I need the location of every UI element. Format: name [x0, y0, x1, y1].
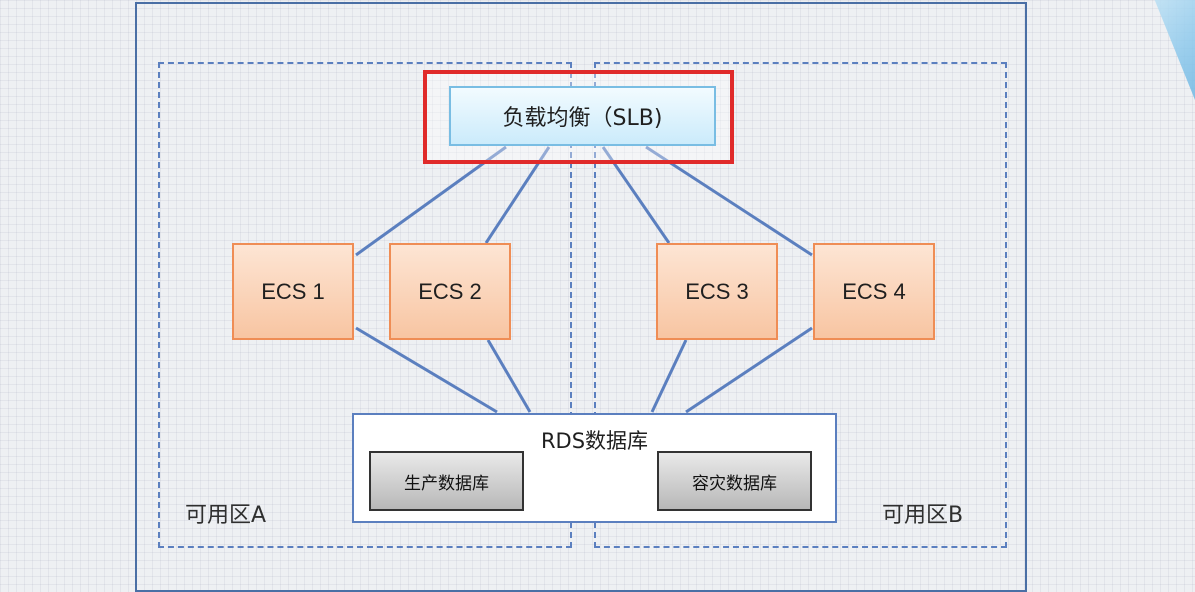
ecs-node-4: ECS 4	[813, 243, 935, 340]
ecs-node-1-label: ECS 1	[261, 278, 325, 304]
ecs-node-1: ECS 1	[232, 243, 354, 340]
disaster-recovery-database-node: 容灾数据库	[657, 451, 812, 511]
zone-a-label: 可用区A	[185, 503, 267, 528]
production-database-node: 生产数据库	[369, 451, 524, 511]
ecs-node-3-label: ECS 3	[685, 278, 749, 304]
link-ecs-2-rds	[486, 339, 532, 413]
ecs-node-4-label: ECS 4	[842, 278, 906, 304]
load-balancer-label: 负载均衡（SLB)	[502, 106, 663, 131]
link-ecs-4-rds	[685, 326, 813, 414]
zone-b-label: 可用区B	[882, 503, 964, 528]
link-slb-ecs-4	[645, 145, 813, 257]
disaster-recovery-database-label: 容灾数据库	[692, 473, 777, 494]
ecs-node-2: ECS 2	[389, 243, 511, 340]
availability-zone-a	[158, 62, 572, 548]
link-ecs-3-rds	[650, 339, 688, 413]
rds-title: RDS数据库	[540, 429, 649, 453]
production-database-label: 生产数据库	[404, 473, 489, 494]
ecs-node-3: ECS 3	[656, 243, 778, 340]
link-slb-ecs-1	[355, 145, 507, 257]
rds-database-group: RDS数据库 生产数据库 容灾数据库	[352, 413, 837, 523]
availability-zone-b	[594, 62, 1007, 548]
link-ecs-1-rds	[355, 326, 498, 414]
load-balancer-node: 负载均衡（SLB)	[449, 86, 716, 146]
ecs-node-2-label: ECS 2	[418, 278, 482, 304]
